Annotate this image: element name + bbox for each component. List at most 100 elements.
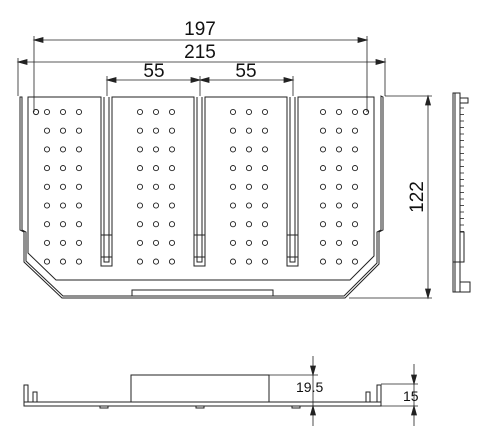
hole [152,221,160,228]
hole [59,108,67,116]
hole [351,183,359,190]
hole [75,183,83,190]
hole [351,202,359,209]
hole [245,258,253,265]
bottom-left-tab [23,384,29,402]
slot-left [103,97,110,263]
slot-center [196,97,203,263]
hole [75,146,83,153]
hole [136,221,144,228]
hole [335,202,343,209]
hole [43,221,51,228]
hole [261,221,269,228]
dim-label-122: 122 [407,181,428,213]
dim-label-55-right: 55 [235,61,256,82]
hole [136,202,144,209]
hole [261,165,269,172]
hole [59,146,67,153]
hole [261,202,269,209]
hole [229,108,237,116]
hole [335,221,343,228]
bottom-raised-block [130,374,270,403]
hole [351,146,359,153]
hole [229,146,237,153]
hole [168,165,176,172]
hole [136,183,144,190]
hole [168,221,176,228]
dim-label-15: 15 [403,388,419,404]
hole [335,146,343,153]
bottom-view [23,374,382,409]
hole [335,165,343,172]
tray-outer-outline [19,95,384,299]
side-ribs [460,107,464,232]
dim-label-55-left: 55 [143,61,164,82]
hole [351,127,359,134]
hole [319,183,327,190]
hole-grid [43,108,359,265]
dim-label-19-5: 19.5 [296,379,323,395]
hole [136,239,144,246]
tray-inner-outline [27,96,375,281]
hole [43,202,51,209]
hole [59,165,67,172]
hole [319,165,327,172]
hole [261,258,269,265]
hole [335,127,343,134]
hole [136,127,144,134]
hole [75,239,83,246]
hole [59,183,67,190]
slot-block-center [193,234,206,258]
bottom-right-tab [376,384,382,402]
hole [245,127,253,134]
hole [351,221,359,228]
hole [335,108,343,116]
hole [335,183,343,190]
hole [43,127,51,134]
hole [152,108,160,116]
bottom-dimensions [269,356,418,426]
hole [152,165,160,172]
hole [245,221,253,228]
hole [261,108,269,116]
bottom-right-tab-2 [365,391,371,402]
hole [136,146,144,153]
hole [319,108,327,116]
hole [43,146,51,153]
hole [152,183,160,190]
hole [43,239,51,246]
hole [261,239,269,246]
hole [59,202,67,209]
hole [229,183,237,190]
bottom-left-tab-2 [32,391,38,402]
hole [335,258,343,265]
hole [59,221,67,228]
hole [245,202,253,209]
hole [229,221,237,228]
hole [43,258,51,265]
hole [229,258,237,265]
mount-hole-right [362,108,370,116]
hole [168,108,176,116]
hole [261,127,269,134]
hole [319,127,327,134]
hole [319,202,327,209]
slot-block-left [100,234,113,258]
hole [245,108,253,116]
hole [168,183,176,190]
hole [168,146,176,153]
hole [229,165,237,172]
hole [351,239,359,246]
hole [152,146,160,153]
hole [335,239,343,246]
side-foot [460,281,471,293]
hole [43,165,51,172]
hole [245,146,253,153]
bottom-base-plate [23,401,382,407]
hole [59,258,67,265]
hole [351,258,359,265]
hole [75,165,83,172]
front-dimensions [16,36,432,300]
hole [75,258,83,265]
hole [59,127,67,134]
